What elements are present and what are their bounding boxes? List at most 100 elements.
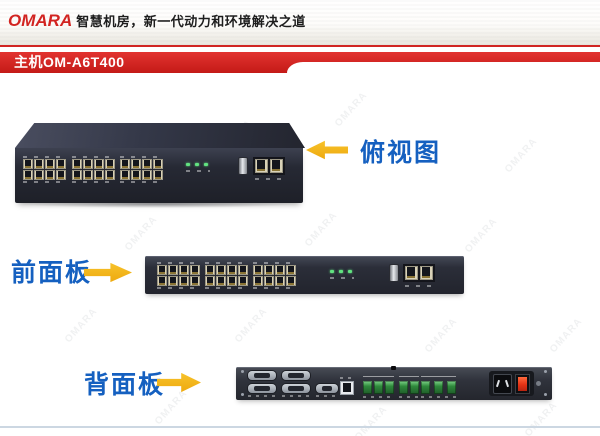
usb-port xyxy=(238,157,248,175)
title-banner: 主机OM-A6T400 xyxy=(0,52,600,73)
terminal-group-1 xyxy=(363,381,394,394)
rj45-port-opening xyxy=(277,277,283,285)
rj45-port xyxy=(105,159,115,169)
ac-power-inlet xyxy=(493,374,512,394)
rj45-port-opening xyxy=(255,277,261,285)
terminal-block xyxy=(385,381,394,394)
mount-nut xyxy=(391,366,396,370)
ethernet-port xyxy=(340,381,354,395)
terminal-block xyxy=(399,381,408,394)
screw-icon xyxy=(544,370,547,373)
rj45-port-opening xyxy=(96,171,102,179)
terminal-block xyxy=(447,381,456,394)
rj45-port xyxy=(255,159,268,173)
rj45-port-opening xyxy=(240,266,246,274)
status-led xyxy=(195,163,199,166)
port-labels xyxy=(248,395,276,397)
rj45-port xyxy=(286,276,296,286)
rj45-port-opening xyxy=(422,267,430,278)
uplink-labels xyxy=(405,285,435,287)
rj45-port-opening xyxy=(96,160,102,168)
terminal-group-label xyxy=(363,376,394,379)
led-block xyxy=(330,270,354,280)
rj45-port-opening xyxy=(272,160,280,171)
rj45-port-opening xyxy=(85,171,91,179)
port-group-1 xyxy=(23,155,66,184)
terminal-block xyxy=(374,381,383,394)
rj45-port xyxy=(216,265,226,275)
rj45-port xyxy=(216,276,226,286)
port-labels xyxy=(205,287,247,289)
rj45-port xyxy=(153,159,163,169)
screw-icon xyxy=(544,393,547,396)
device-shadow xyxy=(20,200,296,208)
rj45-port xyxy=(34,170,44,180)
terminal-labels xyxy=(399,396,419,398)
rj45-port-opening xyxy=(36,171,42,179)
header-divider xyxy=(0,45,600,47)
rj45-port xyxy=(205,276,215,286)
status-led xyxy=(330,270,334,273)
rj45-port-opening xyxy=(257,160,265,171)
rj45-port xyxy=(205,265,215,275)
port-group-2 xyxy=(72,155,115,184)
rj45-port-opening xyxy=(159,266,165,274)
rj45-port-opening xyxy=(133,171,139,179)
rj45-port-group xyxy=(205,265,248,286)
rj45-port-opening xyxy=(266,266,272,274)
rj45-port-opening xyxy=(170,266,176,274)
rj45-port xyxy=(227,265,237,275)
rj45-port xyxy=(83,170,93,180)
port-labels xyxy=(157,287,199,289)
footer-divider xyxy=(0,426,600,428)
rj45-port xyxy=(179,265,189,275)
rj45-port xyxy=(142,170,152,180)
port-labels xyxy=(205,262,247,264)
rj45-port xyxy=(56,170,66,180)
terminal-group-label xyxy=(421,376,456,379)
rj45-port-opening xyxy=(107,171,113,179)
power-switch xyxy=(515,374,530,394)
rj45-port xyxy=(34,159,44,169)
status-leds xyxy=(186,163,210,166)
status-leds xyxy=(330,270,354,273)
rj45-port xyxy=(264,276,274,286)
device-top-face xyxy=(14,123,305,148)
port-group-1 xyxy=(157,261,200,290)
rj45-port xyxy=(227,276,237,286)
watermark: OMARA xyxy=(462,215,500,256)
rj45-port-opening xyxy=(207,277,213,285)
power-module xyxy=(489,371,534,396)
rj45-port xyxy=(72,170,82,180)
status-led xyxy=(348,270,352,273)
rj45-port xyxy=(142,159,152,169)
terminal-labels xyxy=(363,396,394,398)
port-labels xyxy=(282,395,310,397)
port-labels xyxy=(23,156,65,158)
rj45-port-opening xyxy=(192,277,198,285)
db9-serial-port xyxy=(248,371,276,380)
led-block xyxy=(186,163,210,173)
watermark: OMARA xyxy=(547,315,585,356)
rj45-port-opening xyxy=(25,160,31,168)
rj45-port xyxy=(238,265,248,275)
rj45-port-opening xyxy=(155,171,161,179)
front-panel-label: 前面板 xyxy=(11,259,93,287)
status-led xyxy=(186,163,190,166)
rj45-port-opening xyxy=(122,171,128,179)
rj45-port xyxy=(45,170,55,180)
terminal-group-2 xyxy=(399,381,419,394)
rj45-port xyxy=(56,159,66,169)
watermark: OMARA xyxy=(62,305,100,346)
rj45-port-opening xyxy=(107,160,113,168)
banner-curve xyxy=(287,62,600,73)
port-labels xyxy=(23,181,65,183)
status-led xyxy=(204,163,208,166)
device-front-panel xyxy=(145,256,464,294)
db9-serial-port xyxy=(248,384,276,393)
rj45-port-opening xyxy=(288,277,294,285)
rj45-port xyxy=(168,276,178,286)
rj45-port-opening xyxy=(74,171,80,179)
rj45-port-opening xyxy=(58,171,64,179)
